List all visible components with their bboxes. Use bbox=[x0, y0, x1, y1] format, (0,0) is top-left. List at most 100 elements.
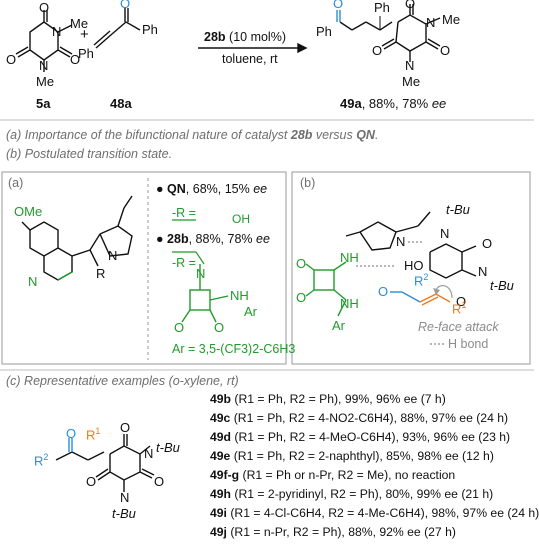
example-detail: (R1 = 2-pyridinyl, R2 = Ph), 80%, 99% ee… bbox=[231, 487, 494, 501]
example-id: 49c bbox=[210, 411, 231, 425]
caption-a: (a) Importance of the bifunctional natur… bbox=[6, 128, 378, 142]
structure-5a bbox=[15, 10, 73, 72]
squaramide-nh-h: H bbox=[239, 288, 249, 303]
methyl-49a-bottom: Me bbox=[402, 74, 421, 89]
catalyst-loading: 28b (10 mol%) bbox=[204, 30, 286, 44]
ts-nh-upper-n: N bbox=[340, 250, 350, 265]
atom-n-49a-right: N bbox=[426, 15, 436, 30]
phenyl-48a-left: Ph bbox=[78, 46, 94, 61]
atom-o-49a-right: O bbox=[440, 43, 451, 58]
ts-carbonyl-o: O bbox=[378, 284, 389, 299]
panel-b-tag: (b) bbox=[300, 176, 316, 190]
c-o-right: O bbox=[154, 474, 165, 489]
product-id: 49a bbox=[340, 96, 362, 111]
section-c-title: (c) Representative examples (o-xylene, r… bbox=[6, 374, 239, 388]
c-r1-r: R bbox=[86, 427, 96, 443]
ee-label: ee bbox=[431, 96, 447, 111]
atom-o-5a-left: O bbox=[6, 52, 17, 67]
ts-ho: HO bbox=[404, 258, 424, 273]
cat-result: ● 28b, 88%, 78% ee bbox=[156, 232, 270, 246]
ar-definition: Ar = 3,5-(CF3)2-C6H3 bbox=[172, 342, 296, 356]
ts-nh-upper: NH bbox=[340, 250, 359, 265]
structure-transition-state bbox=[345, 211, 477, 279]
example-detail: (R1 = Ph or n-Pr, R2 = Me), no reaction bbox=[239, 468, 456, 482]
ts-nh-lower-n: N bbox=[340, 296, 350, 311]
cat-name: 28b bbox=[167, 232, 189, 246]
ts-n-top: N bbox=[440, 226, 450, 241]
quinuclidine-n: N bbox=[108, 248, 118, 263]
cat-yield: , 88%, 78% bbox=[188, 232, 253, 246]
phenyl-48a-right: Ph bbox=[142, 22, 158, 37]
ts-o-bottom: O bbox=[456, 294, 467, 309]
ts-r1: R1 bbox=[452, 300, 466, 316]
ts-r2-r: R bbox=[414, 273, 424, 289]
ts-ho-o: O bbox=[413, 258, 424, 273]
ts-r2-sup: 2 bbox=[423, 272, 429, 282]
qn-name: QN bbox=[167, 182, 186, 196]
structure-49a bbox=[339, 4, 441, 62]
atom-n-49a-bottom: N bbox=[405, 58, 415, 73]
catalyst-id: 28b bbox=[204, 30, 226, 44]
ts-nh-upper-h: H bbox=[349, 250, 359, 265]
example-detail: (R1 = Ph, R2 = 4-NO2-C6H4), 88%, 97% ee … bbox=[230, 411, 509, 425]
c-n-right: N bbox=[144, 446, 154, 461]
caption-a-mid: versus bbox=[312, 128, 357, 142]
ts-n-quinuclidine: N bbox=[396, 234, 406, 249]
panel-a-tag: (a) bbox=[8, 176, 24, 190]
phenyl-49a-left: Ph bbox=[316, 24, 332, 39]
caption-a-pre: (a) Importance of the bifunctional natur… bbox=[6, 128, 291, 142]
qn-result: ● QN, 68%, 15% ee bbox=[156, 182, 267, 196]
example-detail: (R1 = 4-Cl-C6H4, R2 = 4-Me-C6H4), 98%, 9… bbox=[226, 506, 539, 520]
squaramide-o-right: O bbox=[214, 320, 225, 335]
squaramide-nh-label: NH bbox=[230, 288, 249, 303]
catalyst-loading-amount: (10 mol%) bbox=[229, 30, 286, 44]
ts-nh-lower-h: H bbox=[349, 296, 359, 311]
example-detail: (R1 = Ph, R2 = Ph), 99%, 96% ee (7 h) bbox=[231, 392, 446, 406]
ts-o-lower: O bbox=[296, 290, 307, 305]
example-id: 49e bbox=[210, 449, 231, 463]
reaction-conditions: toluene, rt bbox=[222, 52, 278, 66]
compound-label-5a: 5a bbox=[36, 96, 51, 111]
compound-label-48a: 48a bbox=[110, 96, 132, 111]
squaramide-nh-n: N bbox=[230, 288, 240, 303]
methyl-5a-bottom: Me bbox=[36, 74, 55, 89]
example-row: 49h (R1 = 2-pyridinyl, R2 = Ph), 80%, 99… bbox=[210, 487, 493, 501]
ts-ho-h: H bbox=[404, 258, 414, 273]
qn-ee: ee bbox=[253, 182, 268, 196]
c-r1: R1 bbox=[86, 426, 100, 442]
example-row: 49j (R1 = n-Pr, R2 = Ph), 88%, 92% ee (2… bbox=[210, 525, 456, 539]
example-row: 49f-g (R1 = Ph or n-Pr, R2 = Me), no rea… bbox=[210, 468, 455, 482]
caption-a-bold: 28b bbox=[290, 128, 313, 142]
atom-n-5a-bottom: N bbox=[39, 58, 49, 73]
cat-ee: ee bbox=[256, 232, 270, 246]
bullet-qn: ● bbox=[156, 182, 164, 196]
example-row: 49b (R1 = Ph, R2 = Ph), 99%, 96% ee (7 h… bbox=[210, 392, 446, 406]
caption-a-bold2: QN bbox=[356, 128, 375, 142]
example-id: 49f-g bbox=[210, 468, 240, 482]
cat-r-eq: -R = bbox=[172, 256, 196, 270]
methyl-49a-right: Me bbox=[442, 12, 461, 27]
panel-a-box bbox=[1, 171, 287, 365]
c-r2-r: R bbox=[34, 453, 44, 469]
ts-tbu-right: t-Bu bbox=[490, 278, 514, 293]
atom-o-48a: O bbox=[120, 0, 131, 11]
bullet-28b: ● bbox=[156, 232, 164, 246]
ts-tbu-top: t-Bu bbox=[446, 202, 470, 217]
c-r2: R2 bbox=[34, 452, 48, 468]
c-o-top: O bbox=[120, 420, 131, 435]
ts-r1-sup: 1 bbox=[461, 300, 467, 310]
ts-ar: Ar bbox=[332, 318, 345, 333]
atom-n-5a-top: N bbox=[52, 24, 62, 39]
example-detail: (R1 = Ph, R2 = 4-MeO-C6H4), 93%, 96% ee … bbox=[231, 430, 511, 444]
example-id: 49d bbox=[210, 430, 232, 444]
ts-n-right: N bbox=[478, 264, 488, 279]
hbond-legend: H bond bbox=[448, 337, 489, 351]
methyl-5a-top: Me bbox=[70, 16, 89, 31]
ts-o-upper: O bbox=[296, 256, 307, 271]
c-atom-o: O bbox=[66, 426, 77, 441]
atom-o-49a-top: O bbox=[405, 0, 416, 11]
atom-o-49a-carbonyl: O bbox=[333, 0, 344, 11]
product-result-49a: 49a, 88%, 78% ee bbox=[340, 96, 446, 111]
example-detail: (R1 = Ph, R2 = 2-naphthyl), 85%, 98% ee … bbox=[230, 449, 494, 463]
